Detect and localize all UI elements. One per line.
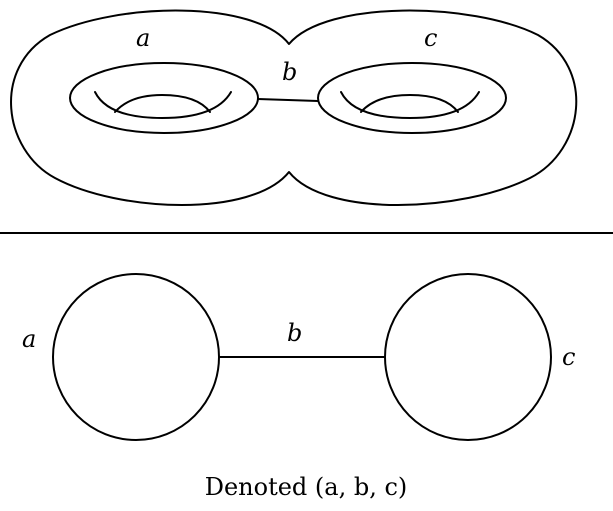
label-c-bottom: c [562, 343, 575, 371]
right-hole [340, 91, 480, 119]
label-b-bottom: b [287, 319, 302, 347]
surface-outline [10, 9, 578, 206]
left-hole [94, 91, 232, 119]
bridge-curve-b [257, 98, 319, 102]
caption: Denoted (a, b, c) [205, 473, 408, 501]
genus-two-surface: a b c [10, 9, 578, 206]
right-curve-c [317, 62, 507, 134]
label-a-top: a [136, 24, 150, 52]
label-c-top: c [424, 24, 437, 52]
label-b-top: b [282, 58, 297, 86]
pants-graph: a b c [22, 273, 575, 441]
label-a-bottom: a [22, 325, 36, 353]
left-circle-a [52, 273, 220, 441]
right-circle-c [384, 273, 552, 441]
